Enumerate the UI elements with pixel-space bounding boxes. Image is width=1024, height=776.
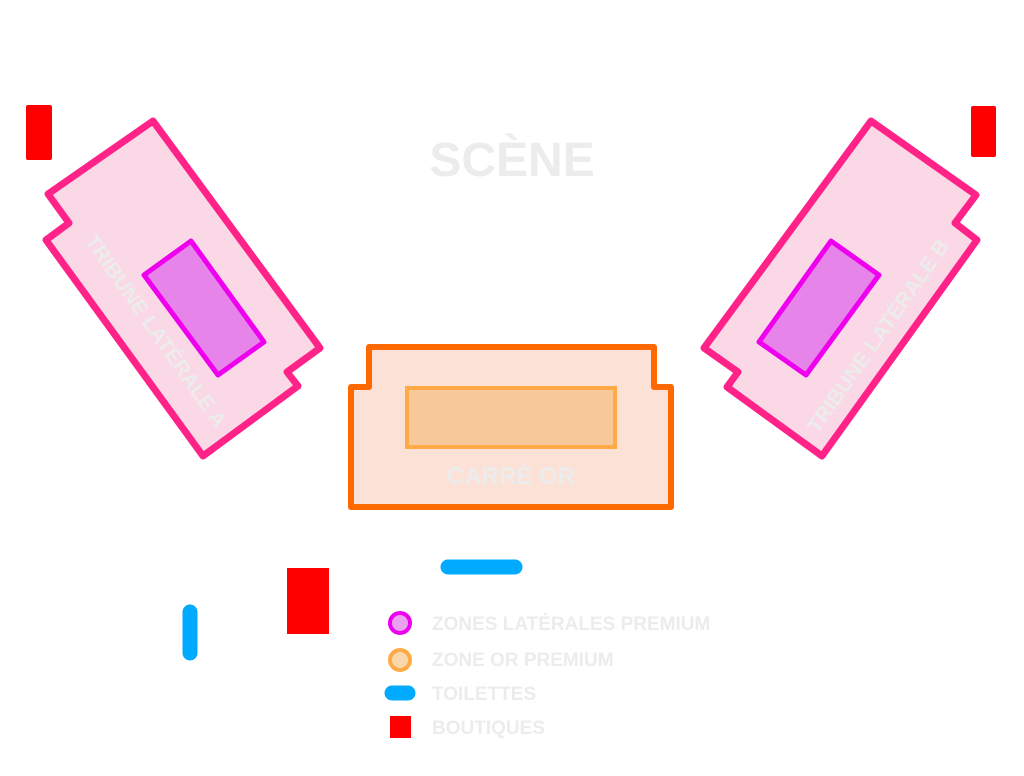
legend-item: TOILETTES [384,684,536,705]
tribune-a-premium-zone[interactable] [141,238,267,378]
shop-icon[interactable] [26,105,52,160]
legend-label: ZONES LATÉRALES PREMIUM [432,613,710,635]
stage-label: SCÈNE [429,133,594,187]
legend-item: BOUTIQUES [390,716,545,739]
carre-or-label: CARRÉ OR [447,462,575,490]
shop-icon[interactable] [971,106,996,157]
section-carre-or[interactable]: CARRÉ OR [348,344,674,510]
shop-icon[interactable] [287,568,329,634]
legend: ZONES LATÉRALES PREMIUM ZONE OR PREMIUM … [384,611,710,739]
legend-label: TOILETTES [432,684,536,705]
tribune-b-premium-zone[interactable] [756,238,882,378]
legend-item: ZONES LATÉRALES PREMIUM [388,611,710,635]
carre-or-premium-zone[interactable] [405,386,617,449]
legend-label: BOUTIQUES [432,718,545,739]
section-tribune-b[interactable]: TRIBUNE LATÉRALE B [700,117,981,460]
shop-icon [390,716,411,738]
premium-gold-zone-icon [388,648,412,672]
section-tribune-a[interactable]: TRIBUNE LATÉRALE A [42,117,324,460]
legend-label: ZONE OR PREMIUM [432,650,614,671]
premium-side-zone-icon [388,611,412,635]
legend-item: ZONE OR PREMIUM [388,648,614,672]
